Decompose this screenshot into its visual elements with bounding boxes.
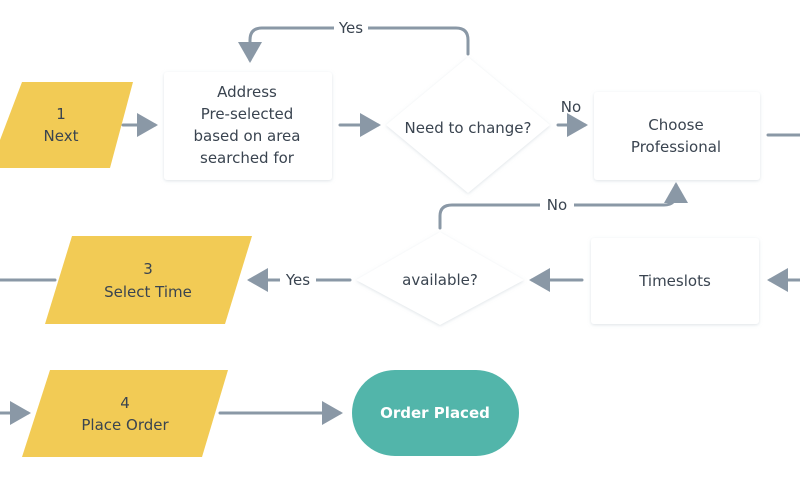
decision-shape (386, 57, 550, 193)
node-address[interactable]: Address Pre-selected based on area searc… (164, 72, 332, 180)
address-line-1: Address (217, 83, 277, 101)
step-label: Next (44, 127, 79, 145)
node-step-1[interactable]: 1 Next (0, 82, 133, 168)
io-shape (0, 82, 133, 168)
step-label: Select Time (104, 283, 192, 301)
step-number: 3 (143, 260, 153, 278)
node-step-3[interactable]: 3 Select Time (45, 236, 252, 324)
edge-label-yes-top: Yes (338, 19, 363, 37)
professional-line-1: Choose (648, 116, 703, 134)
timeslots-label: Timeslots (638, 272, 711, 290)
node-choose-professional[interactable]: Choose Professional (594, 92, 760, 180)
io-shape (45, 236, 252, 324)
terminal-label: Order Placed (380, 404, 490, 422)
io-shape (22, 370, 228, 457)
step-label: Place Order (81, 416, 169, 434)
node-timeslots[interactable]: Timeslots (591, 238, 759, 324)
edge-label-yes-left: Yes (285, 271, 310, 289)
address-line-2: Pre-selected (201, 105, 294, 123)
address-line-4: searched for (200, 149, 295, 167)
edge-labels: Yes No No Yes (280, 18, 581, 290)
edge-label-no-right: No (561, 98, 581, 116)
process-box (594, 92, 760, 180)
edge-label-no-loop: No (547, 196, 567, 214)
available-label: available? (402, 271, 478, 289)
process-box (591, 238, 759, 324)
node-need-to-change[interactable]: Need to change? (386, 57, 550, 193)
address-line-3: based on area (194, 127, 301, 145)
node-step-4[interactable]: 4 Place Order (22, 370, 228, 457)
decision-label: Need to change? (405, 119, 532, 137)
terminal-shape (352, 370, 519, 456)
professional-line-2: Professional (631, 138, 721, 156)
node-available[interactable]: available? (356, 232, 524, 325)
node-order-placed[interactable]: Order Placed (352, 370, 519, 456)
step-number: 4 (120, 394, 130, 412)
step-number: 1 (56, 105, 66, 123)
process-box (164, 72, 332, 180)
decision-shape (356, 232, 524, 325)
